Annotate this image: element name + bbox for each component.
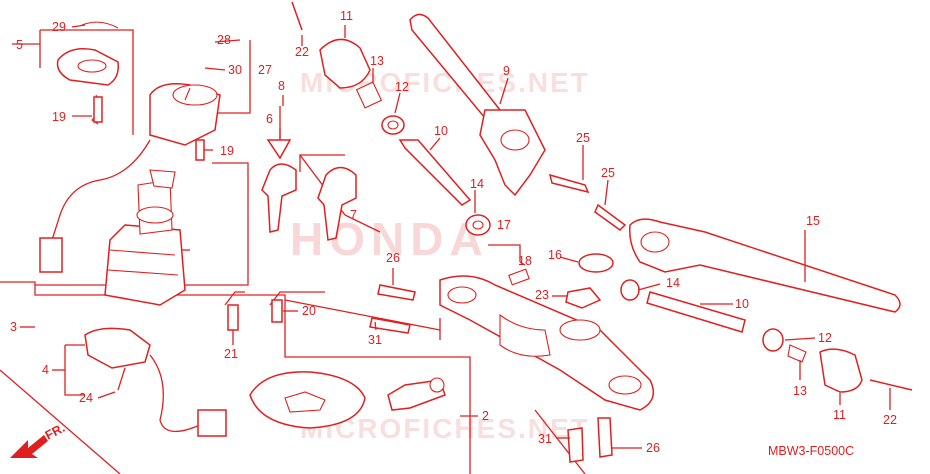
part-label: 16 xyxy=(548,248,562,262)
top-bridge-part xyxy=(439,253,655,411)
part-label: 8 xyxy=(278,79,285,93)
part-label: 12 xyxy=(818,331,832,345)
part-label: 26 xyxy=(646,441,660,455)
part-label: 2 xyxy=(482,409,489,423)
part-label: 14 xyxy=(470,177,484,191)
leader-lines xyxy=(12,24,891,449)
ignition-switch-part xyxy=(39,83,221,306)
part-label: 18 xyxy=(518,254,532,268)
upper-grip-bolt-part xyxy=(291,1,405,135)
part-label: 4 xyxy=(42,363,49,377)
part-label: 6 xyxy=(266,112,273,126)
part-label: 11 xyxy=(340,9,353,23)
mount-bolts-part xyxy=(369,284,613,463)
seat-plate-part xyxy=(249,371,446,429)
part-label: 31 xyxy=(368,333,382,347)
part-label: 5 xyxy=(16,38,23,52)
part-label: 19 xyxy=(220,144,234,158)
part-label: 14 xyxy=(666,276,680,290)
switch-cover-part xyxy=(56,21,120,125)
part-label: 30 xyxy=(228,63,242,77)
part-label: 20 xyxy=(302,304,316,318)
upper-collar-part xyxy=(398,139,491,236)
pinch-bolts-part xyxy=(548,173,627,231)
key-set-part xyxy=(261,106,357,241)
watermark-honda: HONDA xyxy=(290,213,489,265)
part-label: 19 xyxy=(52,110,66,124)
part-number-labels: 29 28 30 27 5 19 8 6 19 7 11 22 13 12 10… xyxy=(10,9,897,455)
left-handlebar-part xyxy=(409,13,546,197)
part-label: 29 xyxy=(52,20,66,34)
small-bolts-part xyxy=(93,96,283,331)
part-label: 12 xyxy=(395,80,409,94)
part-label: 21 xyxy=(224,347,238,361)
part-label: 25 xyxy=(601,166,615,180)
part-label: 31 xyxy=(538,432,552,446)
lower-switch-part xyxy=(84,327,227,437)
part-label: 24 xyxy=(79,391,93,405)
part-label: 28 xyxy=(217,33,231,47)
part-label: 26 xyxy=(386,251,400,265)
part-label: 10 xyxy=(735,297,749,311)
right-handlebar-part xyxy=(628,218,901,313)
part-label: 22 xyxy=(295,45,309,59)
part-label: 27 xyxy=(258,63,272,77)
part-label: 11 xyxy=(833,408,846,422)
lower-grip-set-part xyxy=(620,279,913,393)
front-direction-arrow: FR. xyxy=(10,421,67,458)
part-label: 7 xyxy=(350,208,357,222)
part-label: 3 xyxy=(10,320,17,334)
part-label: 25 xyxy=(576,131,590,145)
part-label: 22 xyxy=(883,413,897,427)
part-label: 13 xyxy=(370,54,384,68)
part-label: 10 xyxy=(434,124,448,138)
part-label: 9 xyxy=(503,64,510,78)
part-label: 17 xyxy=(497,218,511,232)
drawing-code: MBW3-F0500C xyxy=(768,444,854,458)
part-label: 13 xyxy=(793,384,807,398)
part-label: 23 xyxy=(535,288,549,302)
part-label: 15 xyxy=(806,214,820,228)
